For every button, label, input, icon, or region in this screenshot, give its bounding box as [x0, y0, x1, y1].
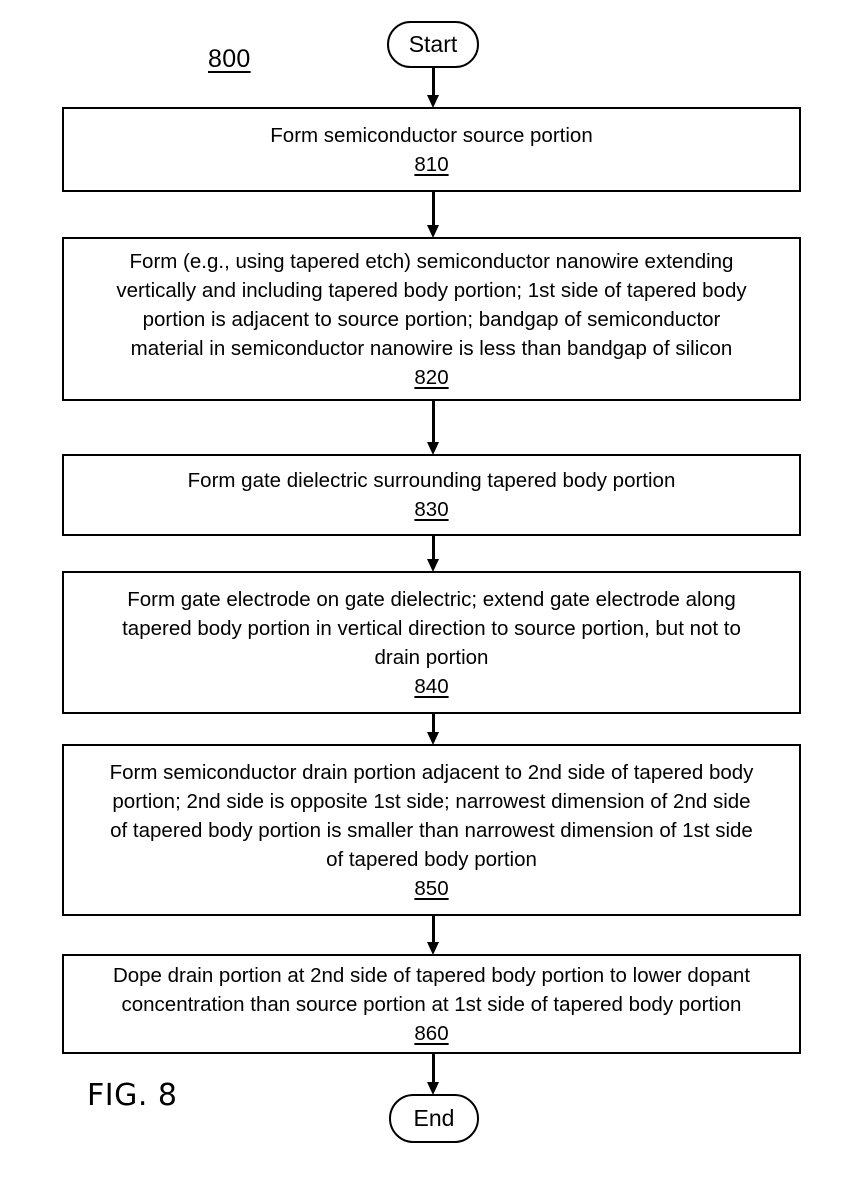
arrowhead-icon: [427, 559, 439, 572]
connector-start-to-810: [427, 68, 440, 108]
process-box-860-number: 860: [414, 1021, 449, 1045]
process-box-850-text: Form semiconductor drain portion adjacen…: [109, 760, 754, 871]
connector-820-to-830: [427, 401, 440, 455]
process-box-810-text: Form semiconductor source portion: [270, 123, 593, 147]
process-box-850: Form semiconductor drain portion adjacen…: [62, 744, 801, 916]
arrowhead-icon: [427, 1082, 439, 1095]
connector-shaft: [432, 192, 435, 227]
connector-850-to-860: [427, 916, 440, 955]
connector-840-to-850: [427, 714, 440, 745]
figure-reference-numeral: 800: [208, 45, 251, 73]
process-box-830: Form gate dielectric surrounding tapered…: [62, 454, 801, 536]
process-box-840: Form gate electrode on gate dielectric; …: [62, 571, 801, 714]
process-box-860-text: Dope drain portion at 2nd side of tapere…: [112, 963, 751, 1016]
connector-860-to-end: [427, 1054, 440, 1095]
connector-shaft: [432, 714, 435, 734]
arrowhead-icon: [427, 442, 439, 455]
connector-shaft: [432, 536, 435, 561]
arrowhead-icon: [427, 732, 439, 745]
connector-810-to-820: [427, 192, 440, 238]
end-terminator-label: End: [413, 1105, 455, 1131]
connector-shaft: [432, 68, 435, 97]
start-terminator-label: Start: [408, 31, 458, 57]
process-box-830-text: Form gate dielectric surrounding tapered…: [187, 469, 676, 492]
process-box-810: Form semiconductor source portion 810: [62, 107, 801, 192]
process-box-810-number: 810: [414, 152, 449, 176]
connector-830-to-840: [427, 536, 440, 572]
process-box-820-text: Form (e.g., using tapered etch) semicond…: [116, 249, 747, 360]
end-terminator: End: [389, 1094, 479, 1143]
start-terminator: Start: [387, 21, 479, 68]
connector-shaft: [432, 1054, 435, 1084]
figure-caption: FIG. 8: [87, 1078, 178, 1113]
process-box-840-number: 840: [414, 674, 449, 698]
process-box-840-text: Form gate electrode on gate dielectric; …: [122, 587, 741, 669]
process-box-860: Dope drain portion at 2nd side of tapere…: [62, 954, 801, 1054]
arrowhead-icon: [427, 942, 439, 955]
process-box-830-number: 830: [414, 498, 449, 521]
process-box-820-number: 820: [414, 365, 449, 389]
connector-shaft: [432, 916, 435, 944]
connector-shaft: [432, 401, 435, 444]
process-box-820: Form (e.g., using tapered etch) semicond…: [62, 237, 801, 401]
arrowhead-icon: [427, 95, 439, 108]
arrowhead-icon: [427, 225, 439, 238]
process-box-850-number: 850: [414, 876, 449, 900]
